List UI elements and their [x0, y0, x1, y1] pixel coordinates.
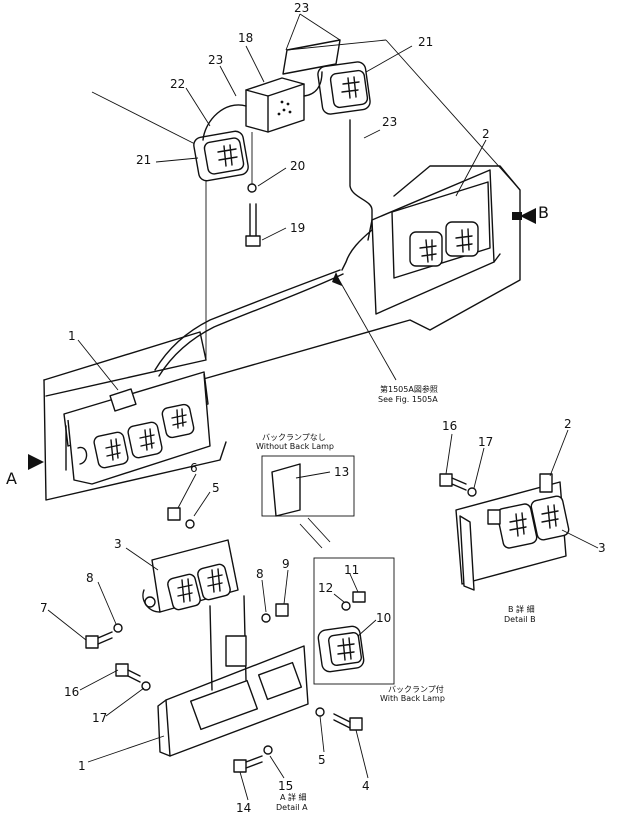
reference-arrowhead — [332, 272, 342, 286]
callout-18: 18 — [238, 31, 253, 45]
detail-b-en: Detail B — [504, 615, 536, 624]
back-lamp — [317, 625, 365, 673]
callout-20: 20 — [290, 159, 305, 173]
with-back-lamp-jp: バックランプ付 — [388, 684, 444, 694]
callout-23: 23 — [382, 115, 397, 129]
washer — [185, 519, 195, 529]
nut — [352, 591, 366, 603]
wire-harness — [158, 273, 344, 377]
frame-line — [286, 39, 387, 51]
detail-a-lamp — [142, 539, 239, 613]
callout-16: 16 — [442, 419, 457, 433]
callout-13: 13 — [334, 465, 349, 479]
callout-7: 7 — [40, 601, 48, 615]
callout-17: 17 — [92, 711, 107, 725]
detail-a-en: Detail A — [276, 803, 308, 812]
swap-arrow — [307, 517, 331, 543]
callout-6: 6 — [190, 461, 198, 475]
machine-outline — [43, 379, 227, 501]
with-back-lamp-en: With Back Lamp — [380, 694, 445, 703]
callout-2: 2 — [482, 127, 490, 141]
lamp-panel-right — [367, 169, 501, 315]
callout-12: 12 — [318, 581, 333, 595]
without-back-lamp-jp: バックランプなし — [262, 433, 326, 442]
callout-21: 21 — [418, 35, 433, 49]
with-back-lamp-box — [313, 557, 395, 685]
detail-a-jp: A 詳 細 — [280, 792, 307, 802]
bolt — [333, 713, 363, 731]
relay-box — [245, 77, 305, 133]
nut — [275, 603, 289, 617]
view-arrow-b — [512, 212, 522, 220]
washer — [341, 601, 351, 611]
callout-2: 2 — [564, 417, 572, 431]
detail-b-panel — [455, 473, 570, 591]
bolt — [245, 203, 261, 247]
callout-1: 1 — [78, 759, 86, 773]
without-back-lamp-en: Without Back Lamp — [256, 442, 334, 451]
swap-arrow — [299, 523, 323, 549]
callout-11: 11 — [344, 563, 359, 577]
callout-leaders — [47, 13, 599, 801]
callout-4: 4 — [362, 779, 370, 793]
callout-9: 9 — [282, 557, 290, 571]
view-arrow-a — [28, 454, 44, 470]
see-fig-jp: 第1505A図参照 — [380, 384, 438, 394]
lamp-housing-left — [63, 371, 211, 485]
callout-8: 8 — [256, 567, 264, 581]
washer — [261, 613, 271, 623]
see-fig-en: See Fig. 1505A — [378, 395, 438, 404]
machine-outline — [199, 165, 521, 381]
work-lamp — [193, 130, 249, 182]
bolt — [233, 755, 263, 773]
callout-15: 15 — [278, 779, 293, 793]
reference-leader — [337, 277, 397, 381]
wire-harness — [303, 71, 323, 97]
washer — [467, 487, 477, 497]
washer — [263, 745, 273, 755]
callout-21: 21 — [136, 153, 151, 167]
mounting-bracket — [282, 39, 341, 75]
callout-8: 8 — [86, 571, 94, 585]
callout-10: 10 — [376, 611, 391, 625]
bolt — [115, 663, 141, 683]
frame-line — [385, 39, 521, 191]
view-label-b: B — [538, 203, 549, 222]
washer — [113, 623, 123, 633]
callout-14: 14 — [236, 801, 251, 815]
wire-harness — [154, 269, 341, 371]
view-label-a: A — [6, 469, 17, 488]
callout-23: 23 — [208, 53, 223, 67]
callout-23: 23 — [294, 1, 309, 15]
callout-3: 3 — [598, 541, 606, 555]
wire-harness — [341, 119, 373, 271]
callout-numbers: 23 18 23 21 22 23 21 20 19 2 1 16 17 2 1… — [40, 1, 606, 815]
washer — [315, 707, 325, 717]
callout-16: 16 — [64, 685, 79, 699]
wire-harness — [202, 104, 247, 141]
callout-5: 5 — [212, 481, 220, 495]
bolt — [439, 473, 467, 491]
without-back-lamp-box — [261, 455, 355, 517]
machine-outline — [43, 331, 207, 397]
nut — [167, 507, 181, 521]
work-lamp — [317, 61, 371, 115]
detail-a-bracket — [157, 595, 309, 757]
leader-line — [91, 91, 200, 147]
detail-b-jp: B 詳 細 — [508, 604, 535, 614]
callout-5: 5 — [318, 753, 326, 767]
washer — [247, 183, 257, 193]
view-arrow-b — [520, 208, 536, 224]
callout-1: 1 — [68, 329, 76, 343]
callout-22: 22 — [170, 77, 185, 91]
callout-19: 19 — [290, 221, 305, 235]
washer — [141, 681, 151, 691]
cover-plate — [271, 463, 301, 517]
bolt — [85, 631, 113, 649]
callout-3: 3 — [114, 537, 122, 551]
callout-17: 17 — [478, 435, 493, 449]
